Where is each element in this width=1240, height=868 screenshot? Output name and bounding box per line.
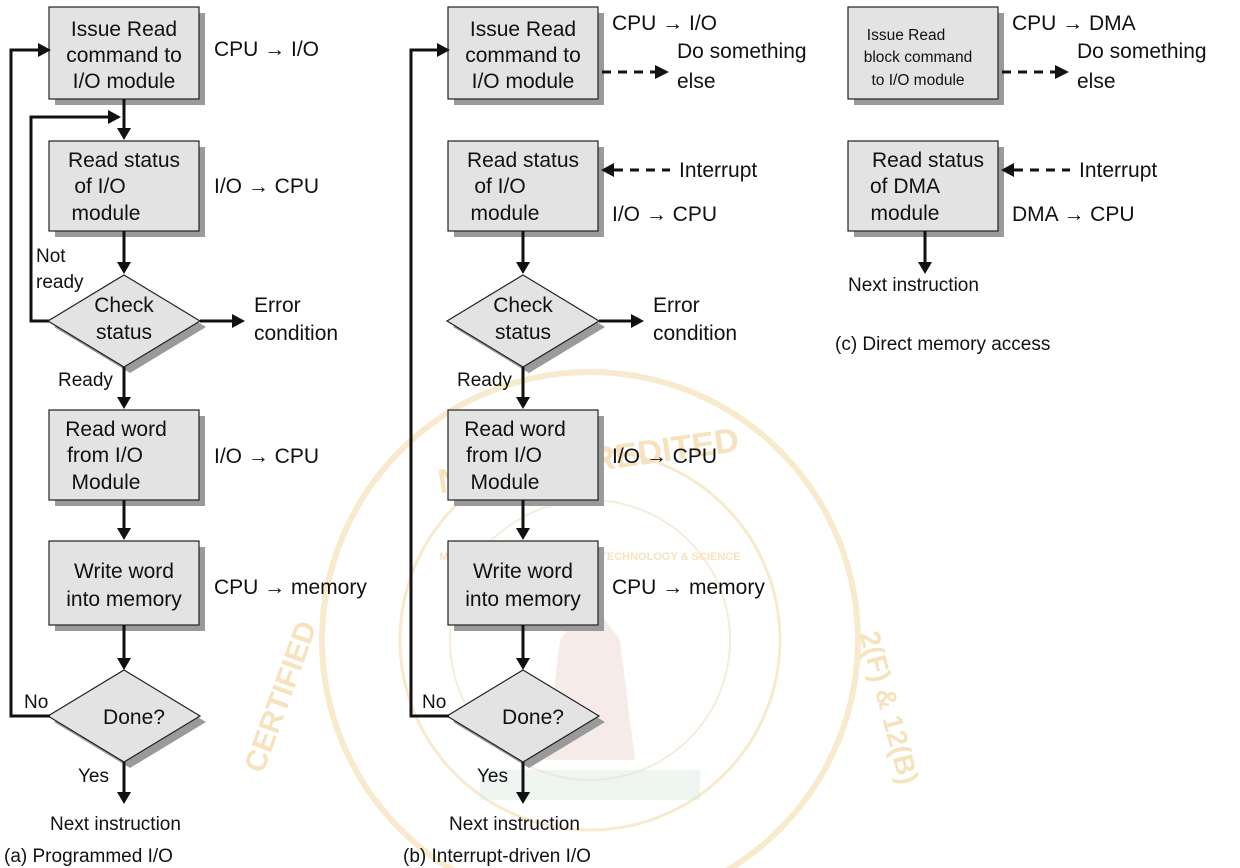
box-text: Read status: [872, 149, 984, 172]
box-text: command to: [66, 44, 182, 67]
panel-programmed-io: Issue Read command to I/O module CPU → I…: [4, 6, 367, 867]
read-status-box: [48, 140, 200, 232]
caption-a: (a) Programmed I/O: [4, 846, 173, 867]
read-status-box: [447, 140, 599, 232]
transfer-note: I/O → CPU: [612, 203, 717, 226]
interrupt-label: Interrupt: [1079, 159, 1157, 182]
error-label: Error: [254, 294, 301, 317]
do-something-else: else: [677, 70, 716, 93]
transfer-note: I/O → CPU: [214, 175, 319, 198]
panel-direct-memory-access: Issue Read block command to I/O module C…: [835, 6, 1207, 355]
error-label: condition: [254, 322, 338, 345]
panel-interrupt-driven-io: Issue Read command to I/O module CPU → I…: [403, 6, 807, 867]
transfer-note: I/O → CPU: [612, 445, 717, 468]
diamond-text: Check: [493, 294, 553, 317]
box-text: of I/O: [74, 175, 125, 198]
diamond-text: Done?: [103, 706, 165, 729]
issue-read-block-box: [847, 6, 999, 100]
ready-label: Ready: [58, 370, 113, 391]
box-text: Module: [72, 471, 141, 494]
transfer-note: DMA → CPU: [1012, 203, 1135, 226]
write-word-box: [48, 540, 200, 626]
box-text: module: [871, 202, 940, 225]
box-text: Issue Read: [470, 18, 576, 41]
box-text: Read word: [65, 418, 167, 441]
yes-label: Yes: [78, 766, 109, 787]
transfer-note: CPU → memory: [612, 576, 765, 599]
box-text: module: [72, 202, 141, 225]
next-instruction-label: Next instruction: [449, 814, 580, 835]
yes-label: Yes: [477, 766, 508, 787]
issue-read-box: [48, 6, 200, 100]
watermark-right-text: 2(F) & 12(B): [854, 628, 925, 788]
transfer-note: CPU → memory: [214, 576, 367, 599]
box-text: Issue Read: [71, 18, 177, 41]
no-label: No: [422, 692, 446, 713]
transfer-note: CPU → I/O: [612, 12, 717, 35]
no-label: No: [24, 692, 48, 713]
interrupt-label: Interrupt: [679, 159, 757, 182]
next-instruction-label: Next instruction: [50, 814, 181, 835]
transfer-note: CPU → DMA: [1012, 12, 1136, 35]
issue-read-box: [447, 6, 599, 100]
diamond-text: status: [495, 321, 551, 344]
box-text: from I/O: [67, 444, 143, 467]
box-text: Read status: [68, 149, 180, 172]
do-something-else: Do something: [1077, 40, 1207, 63]
read-status-dma-box: [847, 140, 999, 232]
write-word-box: [447, 540, 599, 626]
box-text: into memory: [465, 588, 581, 611]
box-text: I/O module: [73, 70, 176, 93]
box-text: module: [471, 202, 540, 225]
box-text: command to: [465, 44, 581, 67]
not-ready-label: Not: [36, 246, 66, 267]
box-text: into memory: [66, 588, 182, 611]
caption-c: (c) Direct memory access: [835, 334, 1050, 355]
box-text: I/O module: [472, 70, 575, 93]
diamond-text: Check: [94, 294, 154, 317]
diamond-text: status: [96, 321, 152, 344]
box-text: Read word: [464, 418, 566, 441]
watermark-left-text: CERTIFIED: [238, 617, 323, 777]
box-text: Module: [471, 471, 540, 494]
ready-label: Ready: [457, 370, 512, 391]
caption-b: (b) Interrupt-driven I/O: [403, 846, 591, 867]
box-text: Write word: [74, 560, 174, 583]
error-label: condition: [653, 322, 737, 345]
box-text: from I/O: [466, 444, 542, 467]
error-label: Error: [653, 294, 700, 317]
box-text: to I/O module: [871, 72, 964, 89]
box-text: of I/O: [474, 175, 525, 198]
transfer-note: I/O → CPU: [214, 445, 319, 468]
box-text: of DMA: [870, 175, 940, 198]
do-something-else: Do something: [677, 40, 807, 63]
do-something-else: else: [1077, 70, 1116, 93]
read-word-box: [447, 409, 599, 501]
read-word-box: [48, 409, 200, 501]
transfer-note: CPU → I/O: [214, 38, 319, 61]
box-text: Write word: [473, 560, 573, 583]
box-text: block command: [864, 49, 973, 66]
not-ready-label: ready: [36, 272, 84, 293]
box-text: Issue Read: [867, 27, 945, 44]
box-text: Read status: [467, 149, 579, 172]
next-instruction-label: Next instruction: [848, 275, 979, 296]
diamond-text: Done?: [502, 706, 564, 729]
